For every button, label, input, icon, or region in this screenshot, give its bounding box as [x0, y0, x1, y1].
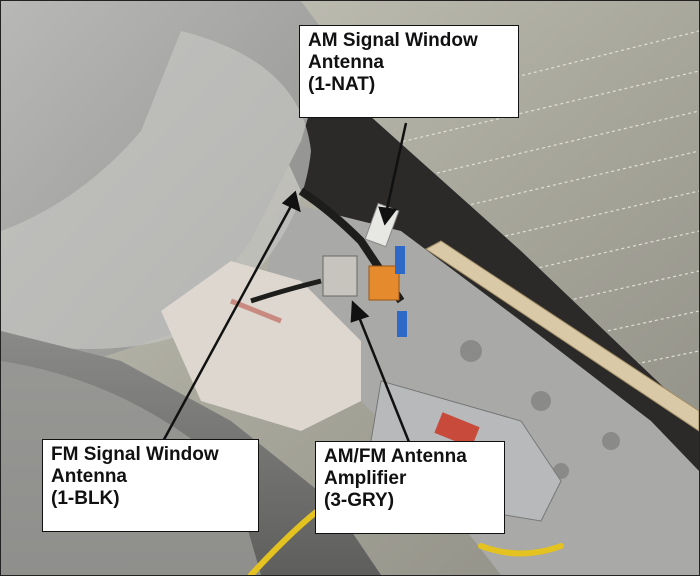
callout-am-fm-antenna-amplifier: AM/FM Antenna Amplifier (3-GRY): [315, 441, 505, 534]
callout-leader-lines: [159, 122, 413, 448]
bracket-holes: [460, 340, 620, 479]
callout-line: Amplifier: [324, 468, 407, 489]
callout-line: AM Signal Window: [308, 30, 478, 51]
callout-line: FM Signal Window: [51, 444, 219, 465]
callout-line: (3-GRY): [324, 490, 395, 511]
callout-am-signal-window-antenna: AM Signal Window Antenna (1-NAT): [299, 25, 519, 118]
blue-connector-lock: [395, 246, 405, 274]
callout-fm-signal-window-antenna: FM Signal Window Antenna (1-BLK): [42, 439, 259, 532]
callout-line: Antenna: [51, 466, 127, 487]
harness-wire: [250, 278, 322, 304]
fm-antenna-connector: [322, 255, 358, 297]
window-rod: [425, 240, 699, 432]
cloth-pad-marking: [230, 298, 282, 324]
callout-line: Antenna: [308, 52, 384, 73]
warning-label: [434, 412, 480, 448]
callout-line: (1-BLK): [51, 488, 120, 509]
callout-line: AM/FM Antenna: [324, 446, 467, 467]
amplifier-connector: [368, 265, 400, 301]
callout-line: (1-NAT): [308, 74, 376, 95]
cloth-pad: [161, 261, 361, 431]
blue-connector-lock-2: [397, 311, 407, 337]
